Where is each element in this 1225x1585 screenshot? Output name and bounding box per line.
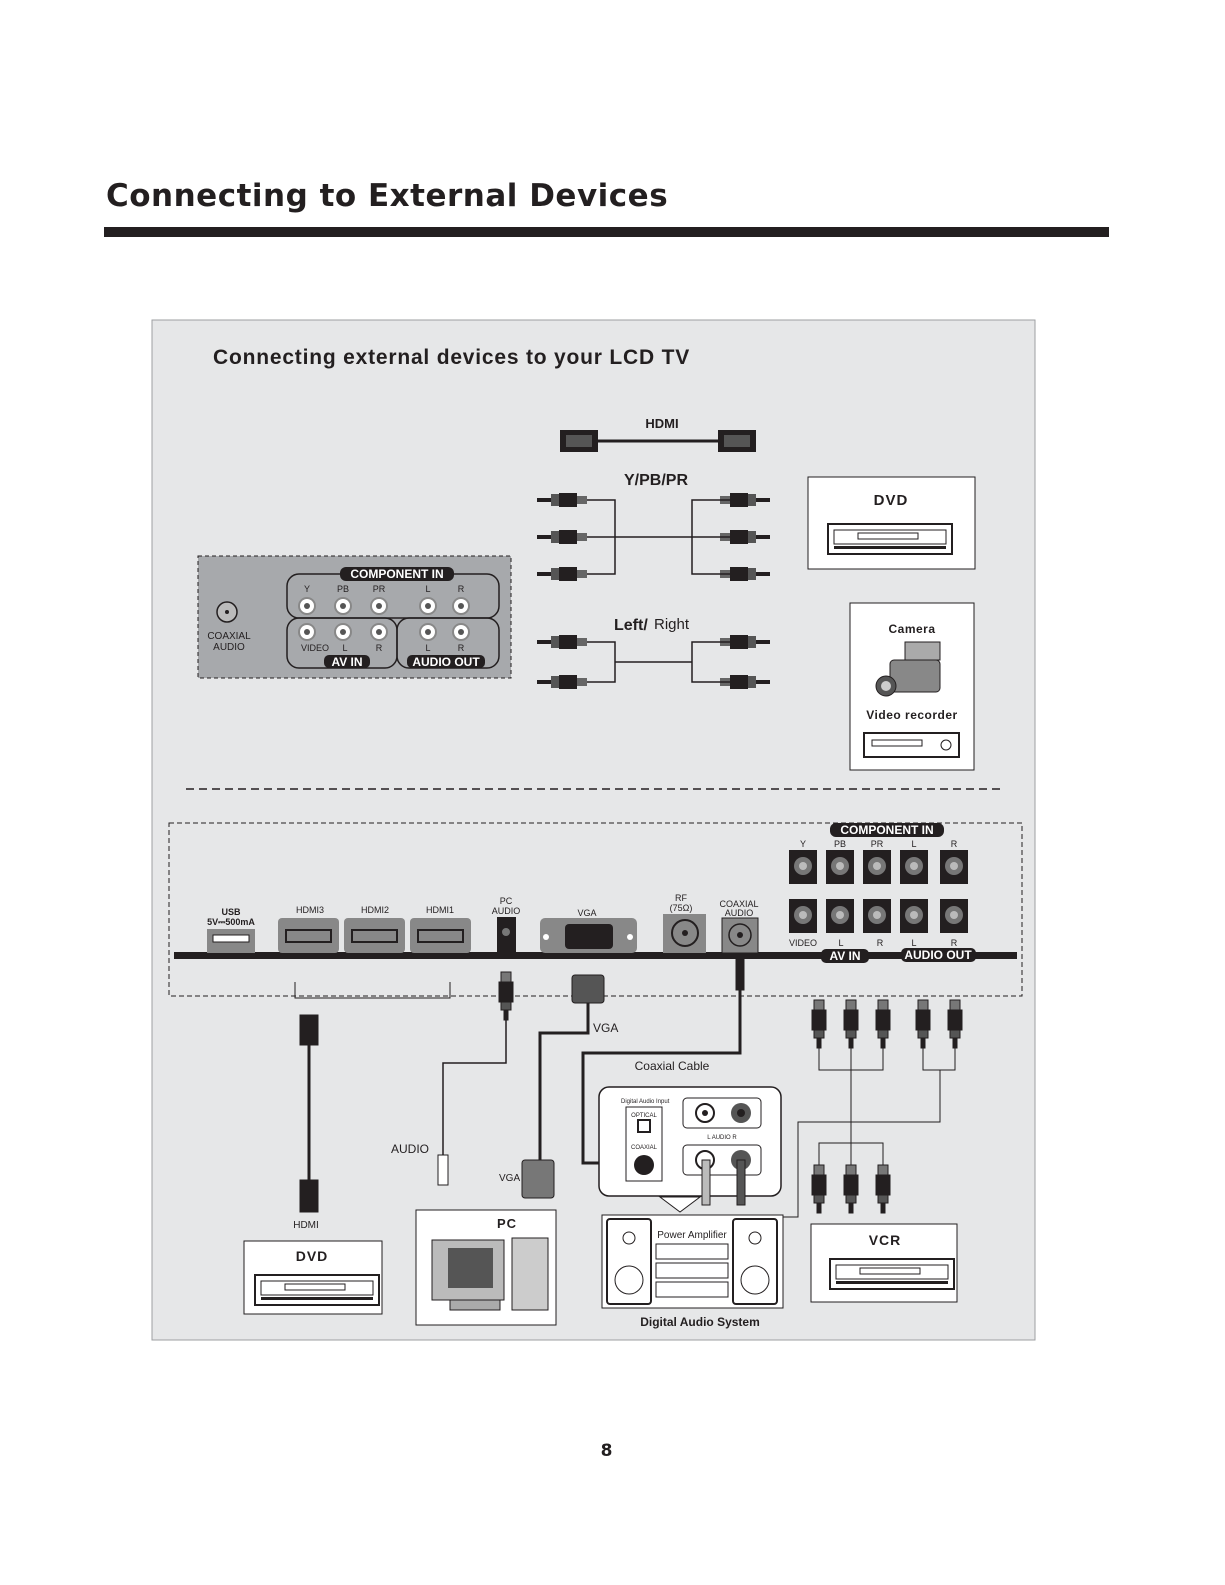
side-label-pr: PR xyxy=(373,584,386,594)
hdmi3-label: HDMI3 xyxy=(296,905,324,915)
side-label-l: L xyxy=(425,584,430,594)
rear-coaxial-label: COAXIAL xyxy=(719,899,758,909)
rear-panel: USB 5V⎓500mA HDMI3 HDMI2 HDMI1 PC AUDIO … xyxy=(168,822,1023,997)
side-label-out-l: L xyxy=(425,643,430,653)
rf-impedance-label: (75Ω) xyxy=(670,903,693,913)
side-label-y: Y xyxy=(304,584,310,594)
audio-cable-label: AUDIO xyxy=(391,1142,429,1156)
digital-audio-input-label: Digital Audio Input xyxy=(621,1099,670,1105)
side-label-av-r: R xyxy=(376,643,383,653)
ypbpr-cable-illustration xyxy=(537,493,770,581)
rear-audio-out-label: AUDIO OUT xyxy=(904,948,972,962)
rear-label-out-r: R xyxy=(951,938,958,948)
digital-audio-system-label: Digital Audio System xyxy=(640,1315,760,1329)
title-rule xyxy=(104,227,1109,237)
rear-label-y: Y xyxy=(800,839,806,849)
pc-icon xyxy=(431,1237,549,1311)
pc-audio-label: PC xyxy=(500,896,513,906)
vga-port-label: VGA xyxy=(577,908,596,918)
rf-label: RF xyxy=(675,893,687,903)
rear-label-pb: PB xyxy=(834,839,846,849)
usb-label: USB xyxy=(221,907,241,917)
rear-label-video: VIDEO xyxy=(789,938,817,948)
rear-label-av-l: L xyxy=(838,938,843,948)
side-av-in-label: AV IN xyxy=(331,655,362,669)
rear-label-out-l: L xyxy=(911,938,916,948)
usb-power-label: 5V⎓500mA xyxy=(207,917,255,927)
video-recorder-icon xyxy=(863,732,960,758)
video-recorder-label: Video recorder xyxy=(866,708,957,722)
side-component-in-label: COMPONENT IN xyxy=(350,567,443,581)
coaxial-cable-label: Coaxial Cable xyxy=(635,1059,710,1073)
side-label-video: VIDEO xyxy=(301,643,329,653)
pc-label: PC xyxy=(497,1216,517,1231)
vga-cable-bottom-label: VGA xyxy=(499,1173,520,1184)
ypbpr-cable-label: Y/PB/PR xyxy=(624,472,688,489)
pc-audio-label-2: AUDIO xyxy=(492,906,521,916)
audio-lr-cable-illustration xyxy=(537,635,770,689)
rear-component-in-label: COMPONENT IN xyxy=(840,823,933,837)
optical-label: OPTICAL xyxy=(631,1113,657,1119)
vga-cable-top-label: VGA xyxy=(593,1021,618,1035)
coaxial-input-label: COAXIAL xyxy=(631,1145,658,1151)
hdmi-cable-bottom-label: HDMI xyxy=(293,1220,319,1231)
audio-lr-label: L AUDIO R xyxy=(707,1135,737,1141)
bottom-dvd-label: DVD xyxy=(296,1248,329,1264)
side-label-av-l: L xyxy=(342,643,347,653)
power-amplifier-label: Power Amplifier xyxy=(657,1230,727,1241)
side-audio-out-label: AUDIO OUT xyxy=(412,655,480,669)
hdmi-cable-label: HDMI xyxy=(645,416,678,431)
side-label-out-r: R xyxy=(458,643,465,653)
vcr-icon xyxy=(829,1258,955,1290)
side-coaxial-label-2: AUDIO xyxy=(213,642,245,653)
left-cable-label: Left/ xyxy=(614,617,648,634)
camera-label: Camera xyxy=(888,622,935,636)
side-label-r: R xyxy=(458,584,465,594)
diagram-subtitle: Connecting external devices to your LCD … xyxy=(213,346,690,369)
hdmi1-label: HDMI1 xyxy=(426,905,454,915)
bottom-cables xyxy=(294,957,963,1218)
side-panel: COAXIAL AUDIO COMPONENT IN Y PB PR L R V… xyxy=(197,555,512,679)
bottom-dvd-player-icon xyxy=(254,1274,380,1306)
page-title: Connecting to External Devices xyxy=(106,178,669,214)
rear-coaxial-label-2: AUDIO xyxy=(725,908,754,918)
side-label-pb: PB xyxy=(337,584,349,594)
dvd-player-icon xyxy=(827,523,953,555)
rear-label-av-r: R xyxy=(877,938,884,948)
digital-audio-system: Digital Audio Input OPTICAL COAXIAL L AU… xyxy=(598,1086,784,1309)
top-dvd-label: DVD xyxy=(874,492,909,509)
page-number: 8 xyxy=(600,1441,613,1461)
rear-label-pr: PR xyxy=(871,839,884,849)
side-coaxial-label: COAXIAL xyxy=(207,631,251,642)
hdmi2-label: HDMI2 xyxy=(361,905,389,915)
rear-label-r: R xyxy=(951,839,958,849)
hdmi-cable-illustration xyxy=(560,430,756,452)
rear-label-l: L xyxy=(911,839,916,849)
vcr-label: VCR xyxy=(869,1232,902,1248)
camcorder-icon xyxy=(875,641,941,697)
rear-av-in-label: AV IN xyxy=(829,949,860,963)
right-cable-label: Right xyxy=(654,616,690,633)
